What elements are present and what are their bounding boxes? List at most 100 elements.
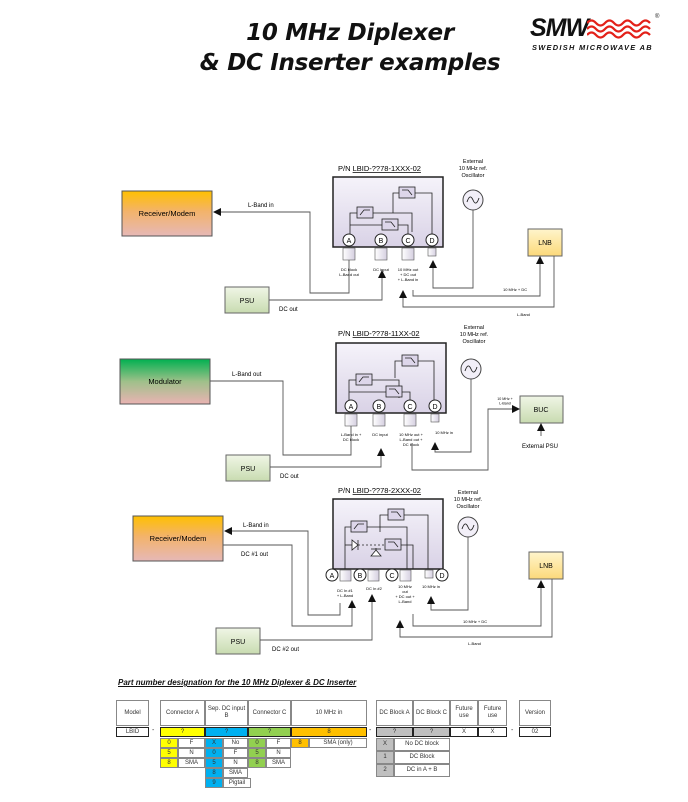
lnb-device: LNB bbox=[527, 228, 563, 257]
svg-text:C: C bbox=[405, 238, 410, 245]
dc-block-label: No DC block bbox=[394, 738, 450, 751]
link-label-10mhz-l-band: 10 MHz +L-Band bbox=[497, 397, 512, 406]
port-d: D bbox=[425, 233, 439, 257]
svg-text:D: D bbox=[439, 573, 444, 580]
title-line-2: & DC Inserter examples bbox=[199, 50, 501, 76]
header-future-use-1: Future use bbox=[450, 700, 478, 726]
dc-input-b-code: 8 bbox=[205, 768, 223, 778]
link-label-dc-out: DC out bbox=[279, 307, 298, 313]
port-a: A bbox=[325, 568, 352, 582]
port-d-label: 10 MHz in bbox=[435, 430, 453, 435]
port-b-label: DC In #2 bbox=[366, 586, 383, 591]
dc-block-code: 2 bbox=[376, 764, 394, 777]
svg-text:LNB: LNB bbox=[538, 240, 552, 247]
svg-text:PSU: PSU bbox=[241, 466, 255, 473]
svg-text:LNB: LNB bbox=[539, 563, 553, 570]
psu-device: PSU bbox=[224, 286, 270, 314]
connector-a-code: 8 bbox=[160, 758, 178, 768]
dc-input-b-label: SMA bbox=[223, 768, 248, 778]
port-c: C bbox=[403, 399, 417, 427]
selected-future-use-2: X bbox=[478, 727, 507, 737]
psu-device: PSU bbox=[215, 627, 261, 655]
port-c: C bbox=[401, 233, 415, 261]
modulator-device: Modulator bbox=[119, 358, 211, 405]
diode-icon bbox=[351, 539, 359, 551]
svg-text:Receiver/Modem: Receiver/Modem bbox=[139, 209, 196, 218]
selected-connector-c: ? bbox=[248, 727, 291, 737]
selected-connector-a: ? bbox=[160, 727, 205, 737]
oscillator-icon bbox=[460, 358, 482, 380]
port-b: B bbox=[353, 568, 380, 582]
port-d-label: 10 MHz in bbox=[422, 584, 440, 589]
highpass-filter-icon bbox=[355, 373, 373, 386]
header-10mhz-in: 10 MHz in bbox=[291, 700, 367, 726]
diagram-2: P/N LBID-??78-11XX-02 A B C D L-Band in … bbox=[119, 325, 564, 482]
header-model: Model bbox=[116, 700, 149, 726]
lowpass-filter-icon bbox=[384, 538, 402, 551]
svg-text:Receiver/Modem: Receiver/Modem bbox=[150, 534, 207, 543]
svg-text:Modulator: Modulator bbox=[148, 377, 182, 386]
dc-input-b-label: No bbox=[223, 738, 248, 748]
lowpass-filter-icon bbox=[398, 186, 416, 199]
highpass-filter-icon bbox=[350, 520, 368, 533]
10mhz-in-code: 8 bbox=[291, 738, 309, 748]
port-a: A bbox=[342, 233, 356, 261]
oscillator-icon bbox=[457, 516, 479, 538]
svg-text:A: A bbox=[349, 404, 354, 411]
dc-block-code: 1 bbox=[376, 751, 394, 764]
svg-text:C: C bbox=[389, 573, 394, 580]
header-dc-block-c: DC Block C bbox=[413, 700, 450, 726]
header-sep-dc-input-b: Sep. DC input B bbox=[205, 700, 248, 726]
external-psu-label: External PSU bbox=[522, 444, 558, 450]
part-number-2: P/N LBID-??78-11XX-02 bbox=[338, 329, 420, 338]
selected-model: LBID bbox=[116, 727, 149, 737]
port-c-label: 10 MHz out +L-Band out +DC block bbox=[399, 432, 424, 447]
wave-icon bbox=[587, 19, 651, 39]
link-label-10mhz-dc: 10 MHz + DC bbox=[463, 619, 487, 624]
connector-c-label: N bbox=[266, 748, 291, 758]
selected-dc-block-c: ? bbox=[413, 727, 450, 737]
dc-block-label: DC in A + B bbox=[394, 764, 450, 777]
link-label-l-band-in: L-Band in bbox=[243, 523, 269, 529]
link-label-l-band-in: L-Band in bbox=[248, 203, 274, 209]
separator: - bbox=[152, 727, 155, 734]
header-dc-block-a: DC Block A bbox=[376, 700, 413, 726]
connector-c-label: SMA bbox=[266, 758, 291, 768]
link-label-10mhz-dc: 10 MHz + DC bbox=[503, 287, 527, 292]
dc-input-b-label: N bbox=[223, 758, 248, 768]
part-number-1: P/N LBID-??78-1XXX-02 bbox=[338, 164, 421, 173]
header-connector-a: Connector A bbox=[160, 700, 205, 726]
header-future-use-2: Future use bbox=[478, 700, 507, 726]
highpass-filter-icon bbox=[356, 206, 374, 219]
header-version: Version bbox=[519, 700, 551, 726]
svg-text:C: C bbox=[407, 404, 412, 411]
diagram-3: P/N LBID-??78-2XXX-02 A B C D DC In #1+ … bbox=[132, 486, 564, 655]
link-label-l-band: L-Band bbox=[468, 641, 481, 646]
selected-sep-dc-input-b: ? bbox=[205, 727, 248, 737]
svg-text:B: B bbox=[379, 238, 384, 245]
svg-text:B: B bbox=[377, 404, 382, 411]
dc-input-b-code: 0 bbox=[205, 748, 223, 758]
psu-device: PSU bbox=[225, 454, 271, 482]
dc-block-label: DC Block bbox=[394, 751, 450, 764]
port-a-label: DC In #1+ L-Band bbox=[337, 588, 354, 598]
dc-block-code: X bbox=[376, 738, 394, 751]
port-b: B bbox=[374, 233, 388, 261]
connector-c-code: 5 bbox=[248, 748, 266, 758]
part-number-3: P/N LBID-??78-2XXX-02 bbox=[338, 486, 421, 495]
registered-mark: ® bbox=[655, 14, 660, 20]
lowpass-filter-icon bbox=[381, 218, 399, 231]
link-label-l-band: L-Band bbox=[517, 312, 530, 317]
buc-device: BUC bbox=[519, 395, 564, 424]
link-label-l-band-out: L-Band out bbox=[232, 372, 262, 378]
logo-subtitle: SWEDISH MICROWAVE AB bbox=[532, 43, 653, 52]
page-title: 10 MHz Diplexer & DC Inserter examples bbox=[190, 18, 510, 78]
svg-text:A: A bbox=[347, 238, 352, 245]
link-label-dc-out: DC out bbox=[280, 474, 299, 480]
connector-a-label: F bbox=[178, 738, 205, 748]
